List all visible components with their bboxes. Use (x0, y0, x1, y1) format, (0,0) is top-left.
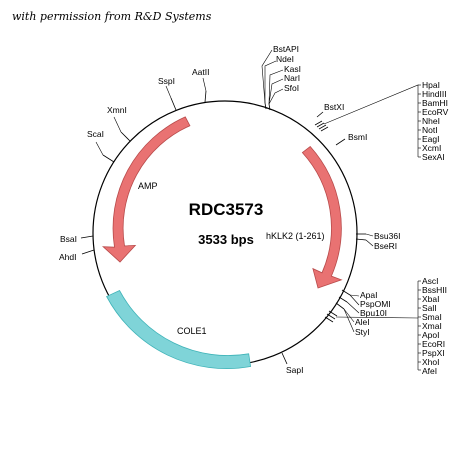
mcs1-site-9: SexAI (422, 152, 445, 162)
site-apai: ApaI (360, 290, 378, 300)
mcs2-site-10: XhoI (422, 357, 440, 367)
amp-arrow (102, 116, 191, 263)
site-bstxi: BstXI (324, 102, 344, 112)
site-sfoi: SfoI (284, 83, 299, 93)
plasmid-size: 3533 bps (198, 232, 254, 247)
site-ahdi: AhdI (59, 252, 77, 262)
mcs1-site-5: NheI (422, 116, 440, 126)
site-sapi: SapI (286, 365, 304, 375)
mcs2-site-6: XmaI (422, 321, 442, 331)
site-xmni: XmnI (107, 105, 127, 115)
mcs2-site-7: ApoI (422, 330, 440, 340)
mcs1-list: HpaI HindIII BamHI EcoRV NheI NotI EagI … (418, 80, 449, 162)
hklk2-label: hKLK2 (1-261) (266, 231, 325, 241)
mcs1-site-2: HindIII (422, 89, 447, 99)
mcs2-site-4: SalI (422, 303, 437, 313)
mcs2-site-3: XbaI (422, 294, 440, 304)
site-ndei: NdeI (276, 54, 294, 64)
site-alei: AleI (355, 317, 370, 327)
cole1-origin (106, 289, 252, 369)
site-bsmi: BsmI (348, 132, 367, 142)
mcs2-site-5: SmaI (422, 312, 442, 322)
site-styi: StyI (355, 327, 370, 337)
site-kasi: KasI (284, 64, 301, 74)
site-bstapi: BstAPI (273, 44, 299, 54)
site-bseri: BseRI (374, 241, 397, 251)
mcs1-ticks (314, 120, 329, 132)
mcs2-site-1: AscI (422, 276, 439, 286)
mcs1-site-3: BamHI (422, 98, 448, 108)
hklk2-arrow (301, 145, 343, 289)
amp-label: AMP (138, 181, 158, 191)
mcs2-site-8: EcoRI (422, 339, 445, 349)
plasmid-name: RDC3573 (189, 200, 264, 219)
cole1-label: COLE1 (177, 326, 207, 336)
mcs2-site-11: AfeI (422, 366, 437, 376)
site-bsu36i: Bsu36I (374, 231, 400, 241)
mcs1-site-8: XcmI (422, 143, 441, 153)
site-aatii: AatII (192, 67, 209, 77)
site-nari: NarI (284, 73, 300, 83)
site-scai: ScaI (87, 129, 104, 139)
site-bpu10i: Bpu10I (360, 308, 387, 318)
mcs2-site-2: BssHII (422, 285, 447, 295)
mcs2-site-9: PspXI (422, 348, 445, 358)
mcs1-site-6: NotI (422, 125, 438, 135)
site-bsai: BsaI (60, 234, 77, 244)
permission-credit: with permission from R&D Systems (12, 10, 212, 23)
mcs2-list: AscI BssHII XbaI SalI SmaI XmaI ApoI Eco… (418, 276, 447, 376)
site-pspomi: PspOMI (360, 299, 391, 309)
mcs2-ticks (324, 310, 338, 323)
mcs1-site-4: EcoRV (422, 107, 449, 117)
mcs1-site-7: EagI (422, 134, 440, 144)
site-sspi: SspI (158, 76, 175, 86)
mcs1-site-1: HpaI (422, 80, 440, 90)
